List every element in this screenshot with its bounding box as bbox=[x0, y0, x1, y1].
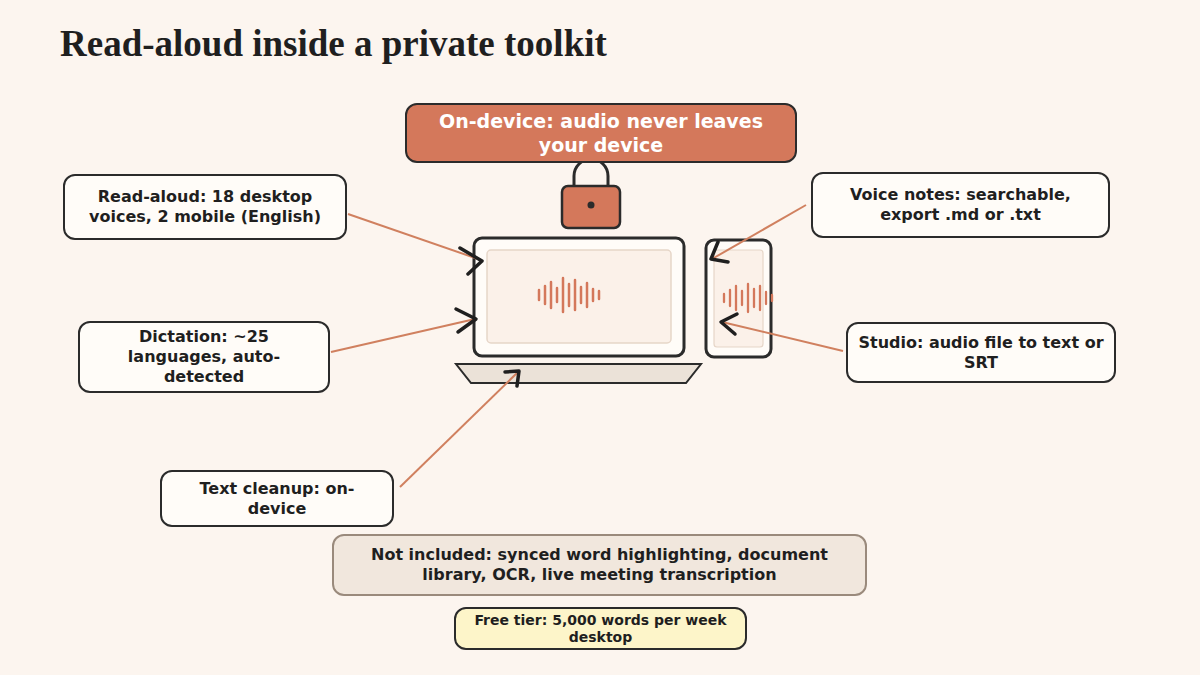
laptop-screen bbox=[474, 238, 684, 356]
node-text: Not included: synced word highlighting, … bbox=[344, 545, 855, 585]
lock-shackle bbox=[574, 159, 608, 188]
pricing-note: Free tier: 5,000 words per week desktop bbox=[454, 607, 747, 650]
feature-box: Dictation: ~25 languages, auto-detected bbox=[78, 321, 330, 393]
node-text: On-device: audio never leaves your devic… bbox=[417, 109, 785, 157]
node-text: Studio: audio file to text or SRT bbox=[858, 333, 1104, 373]
feature-box: Voice notes: searchable, export .md or .… bbox=[811, 172, 1110, 238]
node-text: Text cleanup: on-device bbox=[172, 479, 382, 519]
feature-box: Text cleanup: on-device bbox=[160, 470, 394, 527]
node-text: Free tier: 5,000 words per week desktop bbox=[464, 612, 737, 646]
feature-box: Read-aloud: 18 desktop voices, 2 mobile … bbox=[63, 174, 347, 240]
feature-box: Studio: audio file to text or SRT bbox=[846, 322, 1116, 383]
leader-lines bbox=[331, 205, 843, 487]
lock-body bbox=[562, 186, 620, 228]
laptop-base bbox=[456, 364, 701, 383]
waveform bbox=[539, 278, 599, 312]
node-text: Dictation: ~25 languages, auto-detected bbox=[90, 327, 318, 387]
exclusions-band: Not included: synced word highlighting, … bbox=[332, 534, 867, 596]
phone-display bbox=[714, 250, 763, 347]
node-text: Voice notes: searchable, export .md or .… bbox=[823, 185, 1098, 225]
diagram-title: Read-aloud inside a private toolkit bbox=[60, 22, 607, 65]
phone-waveform bbox=[724, 284, 772, 312]
privacy-banner: On-device: audio never leaves your devic… bbox=[405, 103, 797, 163]
node-text: Read-aloud: 18 desktop voices, 2 mobile … bbox=[75, 187, 335, 227]
laptop-display bbox=[487, 250, 671, 343]
arrowheads bbox=[456, 242, 737, 386]
lock-keyhole bbox=[588, 202, 595, 209]
